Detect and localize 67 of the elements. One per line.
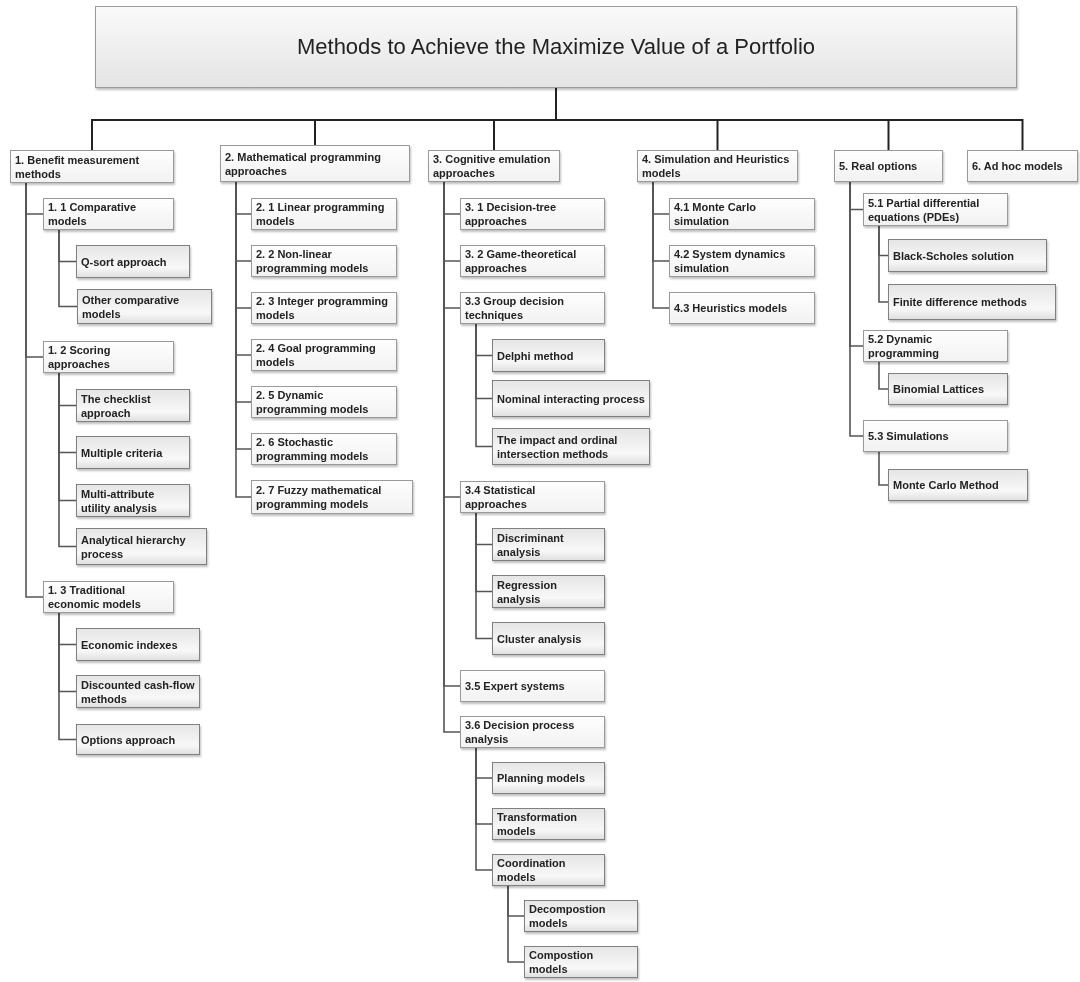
method-box: Delphi method	[492, 339, 605, 372]
method-box: The impact and ordinal intersection methods	[492, 428, 650, 465]
method-box: Options approach	[76, 724, 200, 755]
subcategory-box: 2. 5 Dynamic programming models	[251, 386, 397, 418]
subcategory-box: 5.2 Dynamic programming	[863, 330, 1008, 362]
subcategory-box: 3. 2 Game-theoretical approaches	[460, 245, 605, 277]
connector-line	[507, 885, 525, 963]
method-box: Regression analysis	[492, 575, 605, 608]
method-box: Q-sort approach	[76, 245, 190, 278]
method-box: The checklist approach	[76, 389, 190, 422]
method-box: Other comparative models	[77, 289, 212, 324]
connector-line	[235, 181, 252, 498]
subcategory-box: 1. 1 Comparative models	[43, 198, 174, 230]
connector-line	[475, 323, 493, 448]
method-box: Nominal interacting process	[492, 380, 650, 417]
subcategory-box: 2. 4 Goal programming models	[251, 339, 397, 371]
method-box: Discounted cash-flow methods	[76, 675, 200, 708]
subcategory-box: 3.6 Decision process analysis	[460, 716, 605, 748]
method-box: Cluster analysis	[492, 622, 605, 655]
connector-line	[58, 229, 78, 308]
method-box: Decompostion models	[524, 900, 638, 932]
method-box: Multi-attribute utility analysis	[76, 484, 190, 517]
category-box: 4. Simulation and Heuristics models	[637, 150, 798, 182]
subcategory-box: 3.3 Group decision techniques	[460, 292, 605, 324]
method-box: Monte Carlo Method	[888, 469, 1028, 501]
method-box: Planning models	[492, 762, 605, 794]
method-box: Compostion models	[524, 946, 638, 978]
method-box: Multiple criteria	[76, 436, 190, 469]
connector-line	[878, 225, 889, 303]
connector-line	[878, 361, 889, 390]
connector-line	[849, 181, 864, 437]
category-box: 3. Cognitive emulation approaches	[428, 150, 560, 182]
connector-line	[25, 182, 44, 598]
connector-line	[475, 512, 493, 640]
subcategory-box: 2. 6 Stochastic programming models	[251, 433, 397, 465]
connector-line	[475, 747, 493, 871]
subcategory-box: 1. 2 Scoring approaches	[43, 341, 174, 373]
category-box: 2. Mathematical programming approaches	[220, 145, 410, 182]
subcategory-box: 2. 7 Fuzzy mathematical programming models	[251, 480, 413, 514]
subcategory-box: 5.1 Partial differential equations (PDEs)	[863, 193, 1008, 226]
subcategory-box: 5.3 Simulations	[863, 420, 1008, 452]
connector-line	[58, 372, 77, 548]
method-box: Transformation models	[492, 808, 605, 840]
subcategory-box: 3.4 Statistical approaches	[460, 481, 605, 513]
category-box: 6. Ad hoc models	[967, 150, 1078, 182]
subcategory-box: 2. 2 Non-linear programming models	[251, 245, 397, 277]
subcategory-box: 2. 3 Integer programming models	[251, 292, 397, 324]
method-box: Economic indexes	[76, 628, 200, 661]
subcategory-box: 4.3 Heuristics models	[669, 292, 815, 324]
method-box: Binomial Lattices	[888, 373, 1008, 405]
subcategory-box: 3.5 Expert systems	[460, 670, 605, 702]
connector-line	[58, 612, 77, 741]
connector-line	[652, 181, 670, 309]
category-box: 5. Real options	[834, 150, 943, 182]
subcategory-box: 3. 1 Decision-tree approaches	[460, 198, 605, 230]
method-box: Coordination models	[492, 854, 605, 886]
subcategory-box: 4.1 Monte Carlo simulation	[669, 198, 815, 230]
method-box: Black-Scholes solution	[888, 239, 1047, 272]
subcategory-box: 4.2 System dynamics simulation	[669, 245, 815, 277]
title-box: Methods to Achieve the Maximize Value of a Portfolio	[95, 6, 1017, 88]
method-box: Analytical hierarchy process	[76, 528, 207, 565]
method-box: Discriminant analysis	[492, 528, 605, 561]
category-box: 1. Benefit measurement methods	[10, 150, 174, 183]
subcategory-box: 2. 1 Linear programming models	[251, 198, 397, 230]
subcategory-box: 1. 3 Traditional economic models	[43, 581, 174, 613]
connector-line	[878, 451, 889, 486]
method-box: Finite difference methods	[888, 284, 1056, 320]
